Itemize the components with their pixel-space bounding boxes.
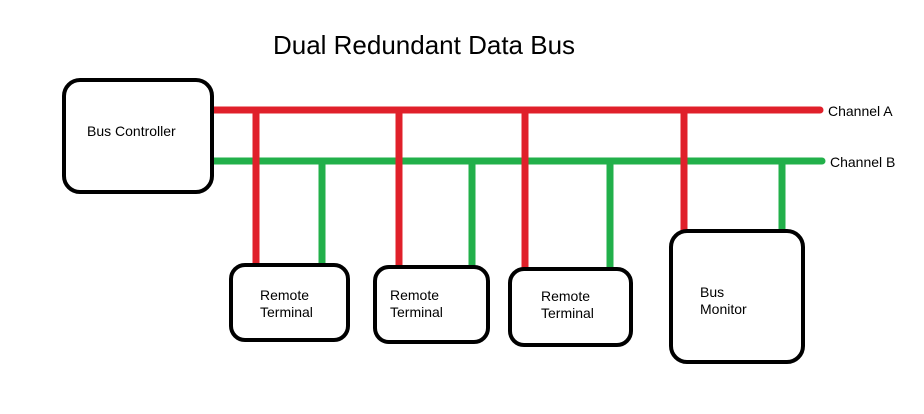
bus-monitor-label-line1: Bus: [700, 284, 724, 300]
remote-terminal-2-label-line1: Remote: [390, 287, 439, 303]
remote-terminal-3-box: [508, 267, 633, 347]
bus-controller-node: Bus Controller: [62, 78, 214, 194]
bus-monitor-node: Bus Monitor: [669, 229, 805, 364]
remote-terminal-2-label-line2: Terminal: [390, 304, 443, 320]
bus-monitor-label-line2: Monitor: [700, 301, 747, 317]
remote-terminal-2-box: [373, 265, 490, 344]
remote-terminal-3-label-line2: Terminal: [541, 305, 594, 321]
bus-controller-label: Bus Controller: [87, 123, 176, 139]
remote-terminal-1-label-line2: Terminal: [260, 304, 313, 320]
remote-terminal-3-label-line1: Remote: [541, 288, 590, 304]
channel-a-label: Channel A: [828, 103, 893, 119]
bus-monitor-box: [669, 229, 805, 364]
remote-terminal-3-node: Remote Terminal: [508, 267, 633, 347]
remote-terminal-1-node: Remote Terminal: [229, 263, 350, 342]
channel-b-label: Channel B: [830, 154, 895, 170]
remote-terminal-1-box: [229, 263, 350, 342]
bus-controller-box: [62, 78, 214, 194]
remote-terminal-1-label-line1: Remote: [260, 287, 309, 303]
remote-terminal-2-node: Remote Terminal: [373, 265, 490, 344]
diagram-title: Dual Redundant Data Bus: [273, 30, 575, 60]
